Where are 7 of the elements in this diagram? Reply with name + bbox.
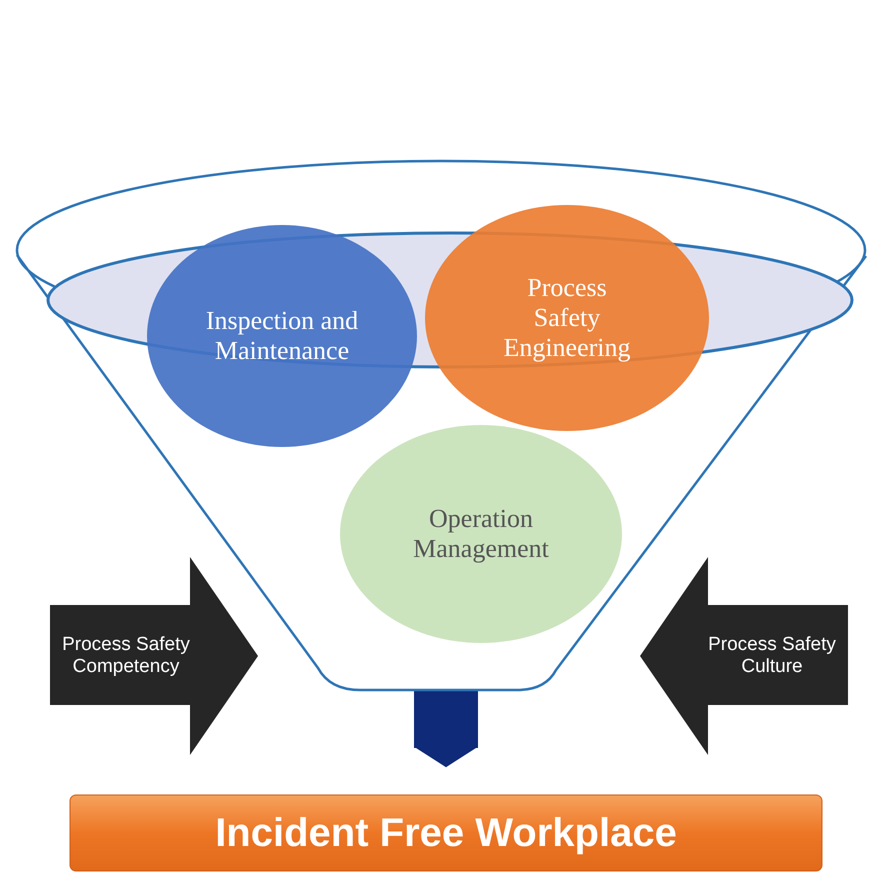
node-label: Incident Free Workplace [215, 810, 677, 856]
node-label: Process Safety Competency [61, 634, 191, 678]
node-label: Process Safety Engineering [502, 273, 632, 363]
node-label: Process Safety Culture [707, 634, 837, 678]
down-arrow [414, 690, 478, 768]
node-label: Inspection and Maintenance [204, 306, 360, 366]
node-label: Operation Management [412, 504, 550, 564]
